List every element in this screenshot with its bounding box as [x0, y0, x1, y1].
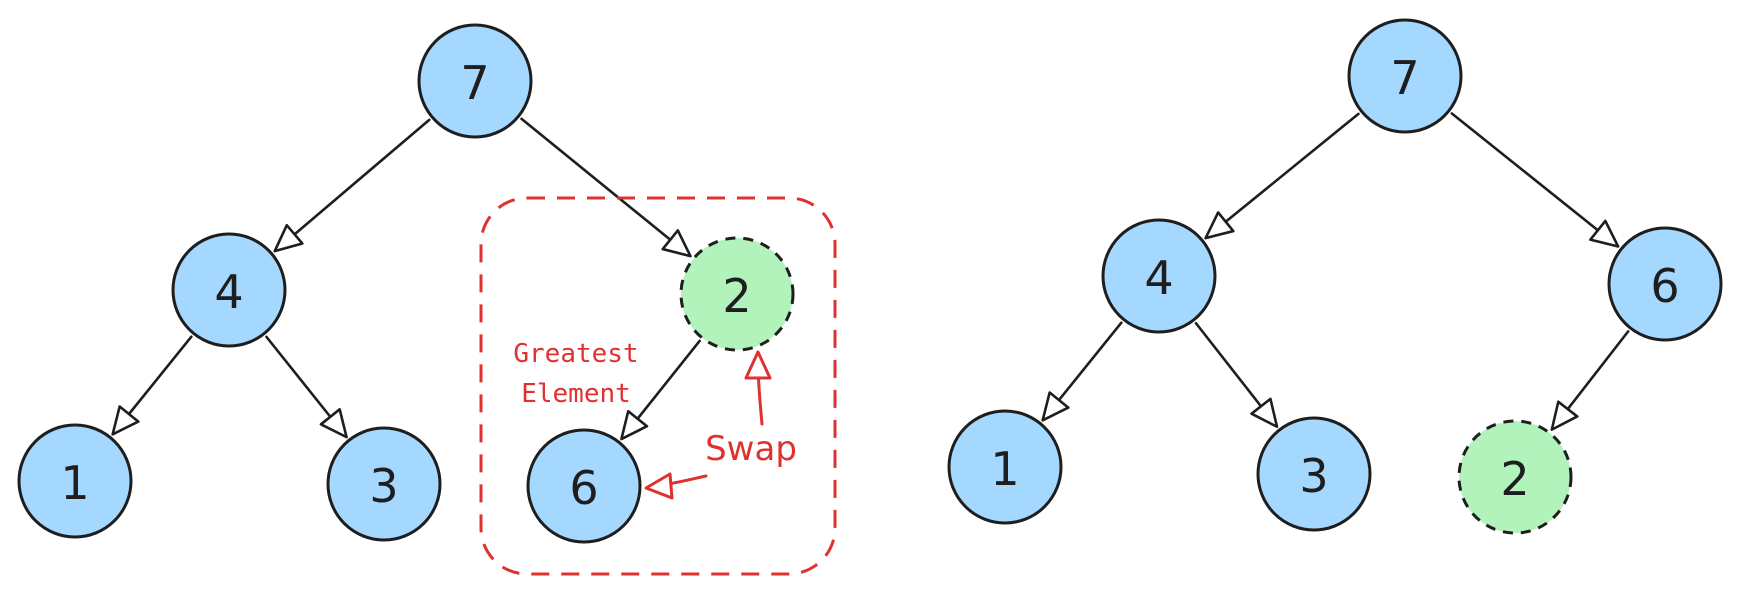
- after-edge-a7-a6: [1450, 112, 1604, 236]
- before-node-circle-4: [171, 232, 287, 348]
- before-node-label-3: 3: [369, 459, 398, 513]
- after-edge-a7-a4: [1219, 112, 1360, 227]
- after-arrowhead-a6-a2: [1550, 400, 1579, 431]
- before-node-circle-7: [417, 23, 533, 139]
- after-edge-a4-a1: [1053, 321, 1123, 407]
- after-edge-a6-a2: [1562, 330, 1630, 416]
- after-node-label-7: 7: [1390, 51, 1419, 105]
- after-node-label-6: 6: [1650, 259, 1679, 313]
- before-node-label-6: 6: [569, 461, 598, 515]
- after-node-label-1: 1: [990, 442, 1019, 496]
- before-arrowhead-b4-b1: [111, 405, 140, 436]
- after-arrowhead-a7-a4: [1204, 211, 1235, 240]
- before-node-4: 4: [171, 232, 287, 348]
- before-node-label-2: 2: [722, 269, 751, 323]
- edges-layer: [111, 112, 1630, 441]
- before-edge-b4-b3: [265, 335, 336, 423]
- after-node-6: 6: [1607, 226, 1723, 342]
- after-node-7: 7: [1347, 18, 1463, 134]
- before-arrowhead-b4-b3: [319, 408, 348, 439]
- greatest-label-line2: Element: [521, 379, 631, 409]
- before-arrowhead-b7-b2: [661, 229, 692, 258]
- after-node-circle-3: [1256, 416, 1372, 532]
- before-edge-b4-b1: [123, 335, 193, 421]
- after-node-circle-4: [1101, 218, 1217, 334]
- swap-arrowhead-up: [744, 350, 772, 380]
- after-node-1: 1: [947, 409, 1063, 525]
- after-node-4: 4: [1101, 218, 1217, 334]
- after-arrowhead-a7-a6: [1589, 219, 1620, 248]
- after-edge-a4-a3: [1194, 321, 1266, 413]
- before-node-circle-6: [526, 428, 642, 544]
- before-edge-b7-b2: [520, 117, 677, 245]
- before-node-7: 7: [417, 23, 533, 139]
- before-arrowhead-b7-b4: [273, 223, 304, 253]
- before-node-2: 2: [679, 236, 795, 352]
- after-node-circle-7: [1347, 18, 1463, 134]
- before-node-label-4: 4: [214, 265, 243, 319]
- nodes-layer: 7 4 2 1 3 6 7 4 6 1 3 2: [17, 18, 1723, 544]
- after-arrowhead-a4-a1: [1041, 391, 1070, 422]
- after-node-circle-2: [1457, 419, 1573, 535]
- after-node-circle-1: [947, 409, 1063, 525]
- before-node-circle-2: [679, 236, 795, 352]
- after-node-label-3: 3: [1299, 449, 1328, 503]
- before-arrowhead-b2-b6: [620, 409, 649, 441]
- after-node-2: 2: [1457, 419, 1573, 535]
- before-node-6: 6: [526, 428, 642, 544]
- before-node-1: 1: [17, 423, 133, 539]
- before-edge-b7-b4: [288, 118, 431, 240]
- before-node-circle-1: [17, 423, 133, 539]
- after-node-label-4: 4: [1144, 251, 1173, 305]
- swap-label: Swap: [705, 429, 797, 469]
- before-node-label-7: 7: [460, 56, 489, 110]
- subtree-highlight-box: [479, 196, 837, 576]
- after-node-3: 3: [1256, 416, 1372, 532]
- greatest-label-line1: Greatest: [513, 339, 638, 369]
- after-node-circle-6: [1607, 226, 1723, 342]
- before-node-circle-3: [326, 426, 442, 542]
- swap-arrowhead-left: [644, 472, 674, 500]
- after-arrowhead-a4-a3: [1250, 397, 1279, 429]
- before-edge-b2-b6: [632, 339, 701, 425]
- before-node-3: 3: [326, 426, 442, 542]
- after-node-label-2: 2: [1500, 452, 1529, 506]
- before-node-label-1: 1: [60, 456, 89, 510]
